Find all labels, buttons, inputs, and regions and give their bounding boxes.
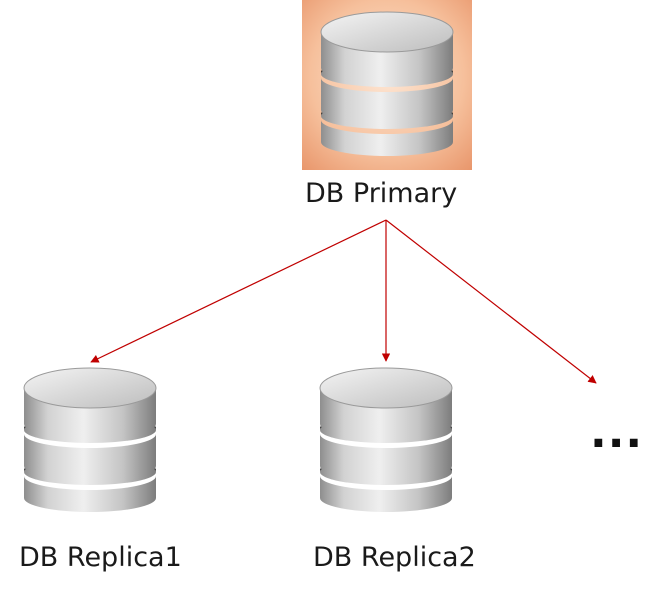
- db-primary-label: DB Primary: [305, 178, 458, 209]
- db-replica1-label: DB Replica1: [19, 542, 182, 573]
- db-primary-node: [302, 0, 472, 170]
- database-icon: [319, 367, 453, 513]
- edge-primary-to-more: [385, 219, 597, 384]
- more-replicas-ellipsis: ...: [590, 407, 644, 458]
- edge-primary-to-replica1: [90, 219, 387, 363]
- db-replica2-label: DB Replica2: [313, 542, 476, 573]
- database-icon: [23, 367, 157, 513]
